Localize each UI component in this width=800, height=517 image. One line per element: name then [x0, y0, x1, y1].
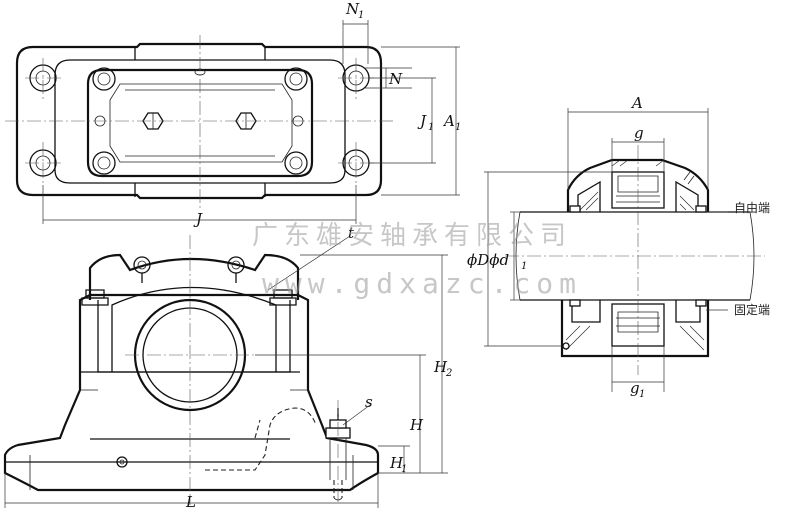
dim-label-N1: N	[345, 0, 360, 18]
watermark-url: www.gdxazc.com	[262, 267, 582, 300]
eye-bolt	[133, 256, 245, 283]
top-view-dimensions: N 1 N J 1 A 1 J	[42, 0, 461, 228]
dim-label-s: s	[365, 393, 373, 411]
dim-label-J: J	[193, 210, 203, 228]
svg-text:1: 1	[521, 261, 527, 272]
dim-label-phiD-phid1: ϕDϕd	[467, 251, 509, 269]
dim-label-N: N	[388, 70, 403, 88]
top-view	[5, 35, 395, 210]
free-end-label: 自由端	[734, 201, 770, 215]
svg-text:1: 1	[455, 122, 461, 133]
svg-text:1: 1	[428, 122, 434, 133]
dim-label-H2: H	[433, 358, 448, 376]
dim-label-H: H	[409, 416, 424, 434]
svg-text:1: 1	[358, 10, 364, 21]
dim-label-L: L	[185, 493, 196, 511]
cap-bolt	[92, 67, 308, 175]
watermark: 广东雄安轴承有限公司 www.gdxazc.com	[252, 221, 582, 300]
dim-label-H1: H	[389, 454, 404, 472]
dim-label-J1: J	[417, 112, 427, 130]
dim-label-g1: g	[630, 379, 640, 397]
dim-label-g: g	[634, 124, 644, 142]
svg-text:1: 1	[639, 389, 645, 400]
svg-text:2: 2	[445, 368, 452, 379]
dim-label-A1: A	[442, 112, 455, 130]
watermark-company: 广东雄安轴承有限公司	[252, 221, 572, 251]
svg-text:1: 1	[401, 464, 407, 475]
section-view	[505, 145, 765, 375]
front-view	[3, 235, 380, 505]
front-view-dimensions: t s H 2 H H 1 L	[4, 224, 452, 511]
section-view-dimensions: A g g 1 ϕDϕd 1 自由端 固定端	[467, 94, 770, 400]
dim-label-A: A	[630, 94, 643, 112]
dim-label-t: t	[348, 224, 355, 242]
fixed-end-label: 固定端	[734, 302, 770, 317]
